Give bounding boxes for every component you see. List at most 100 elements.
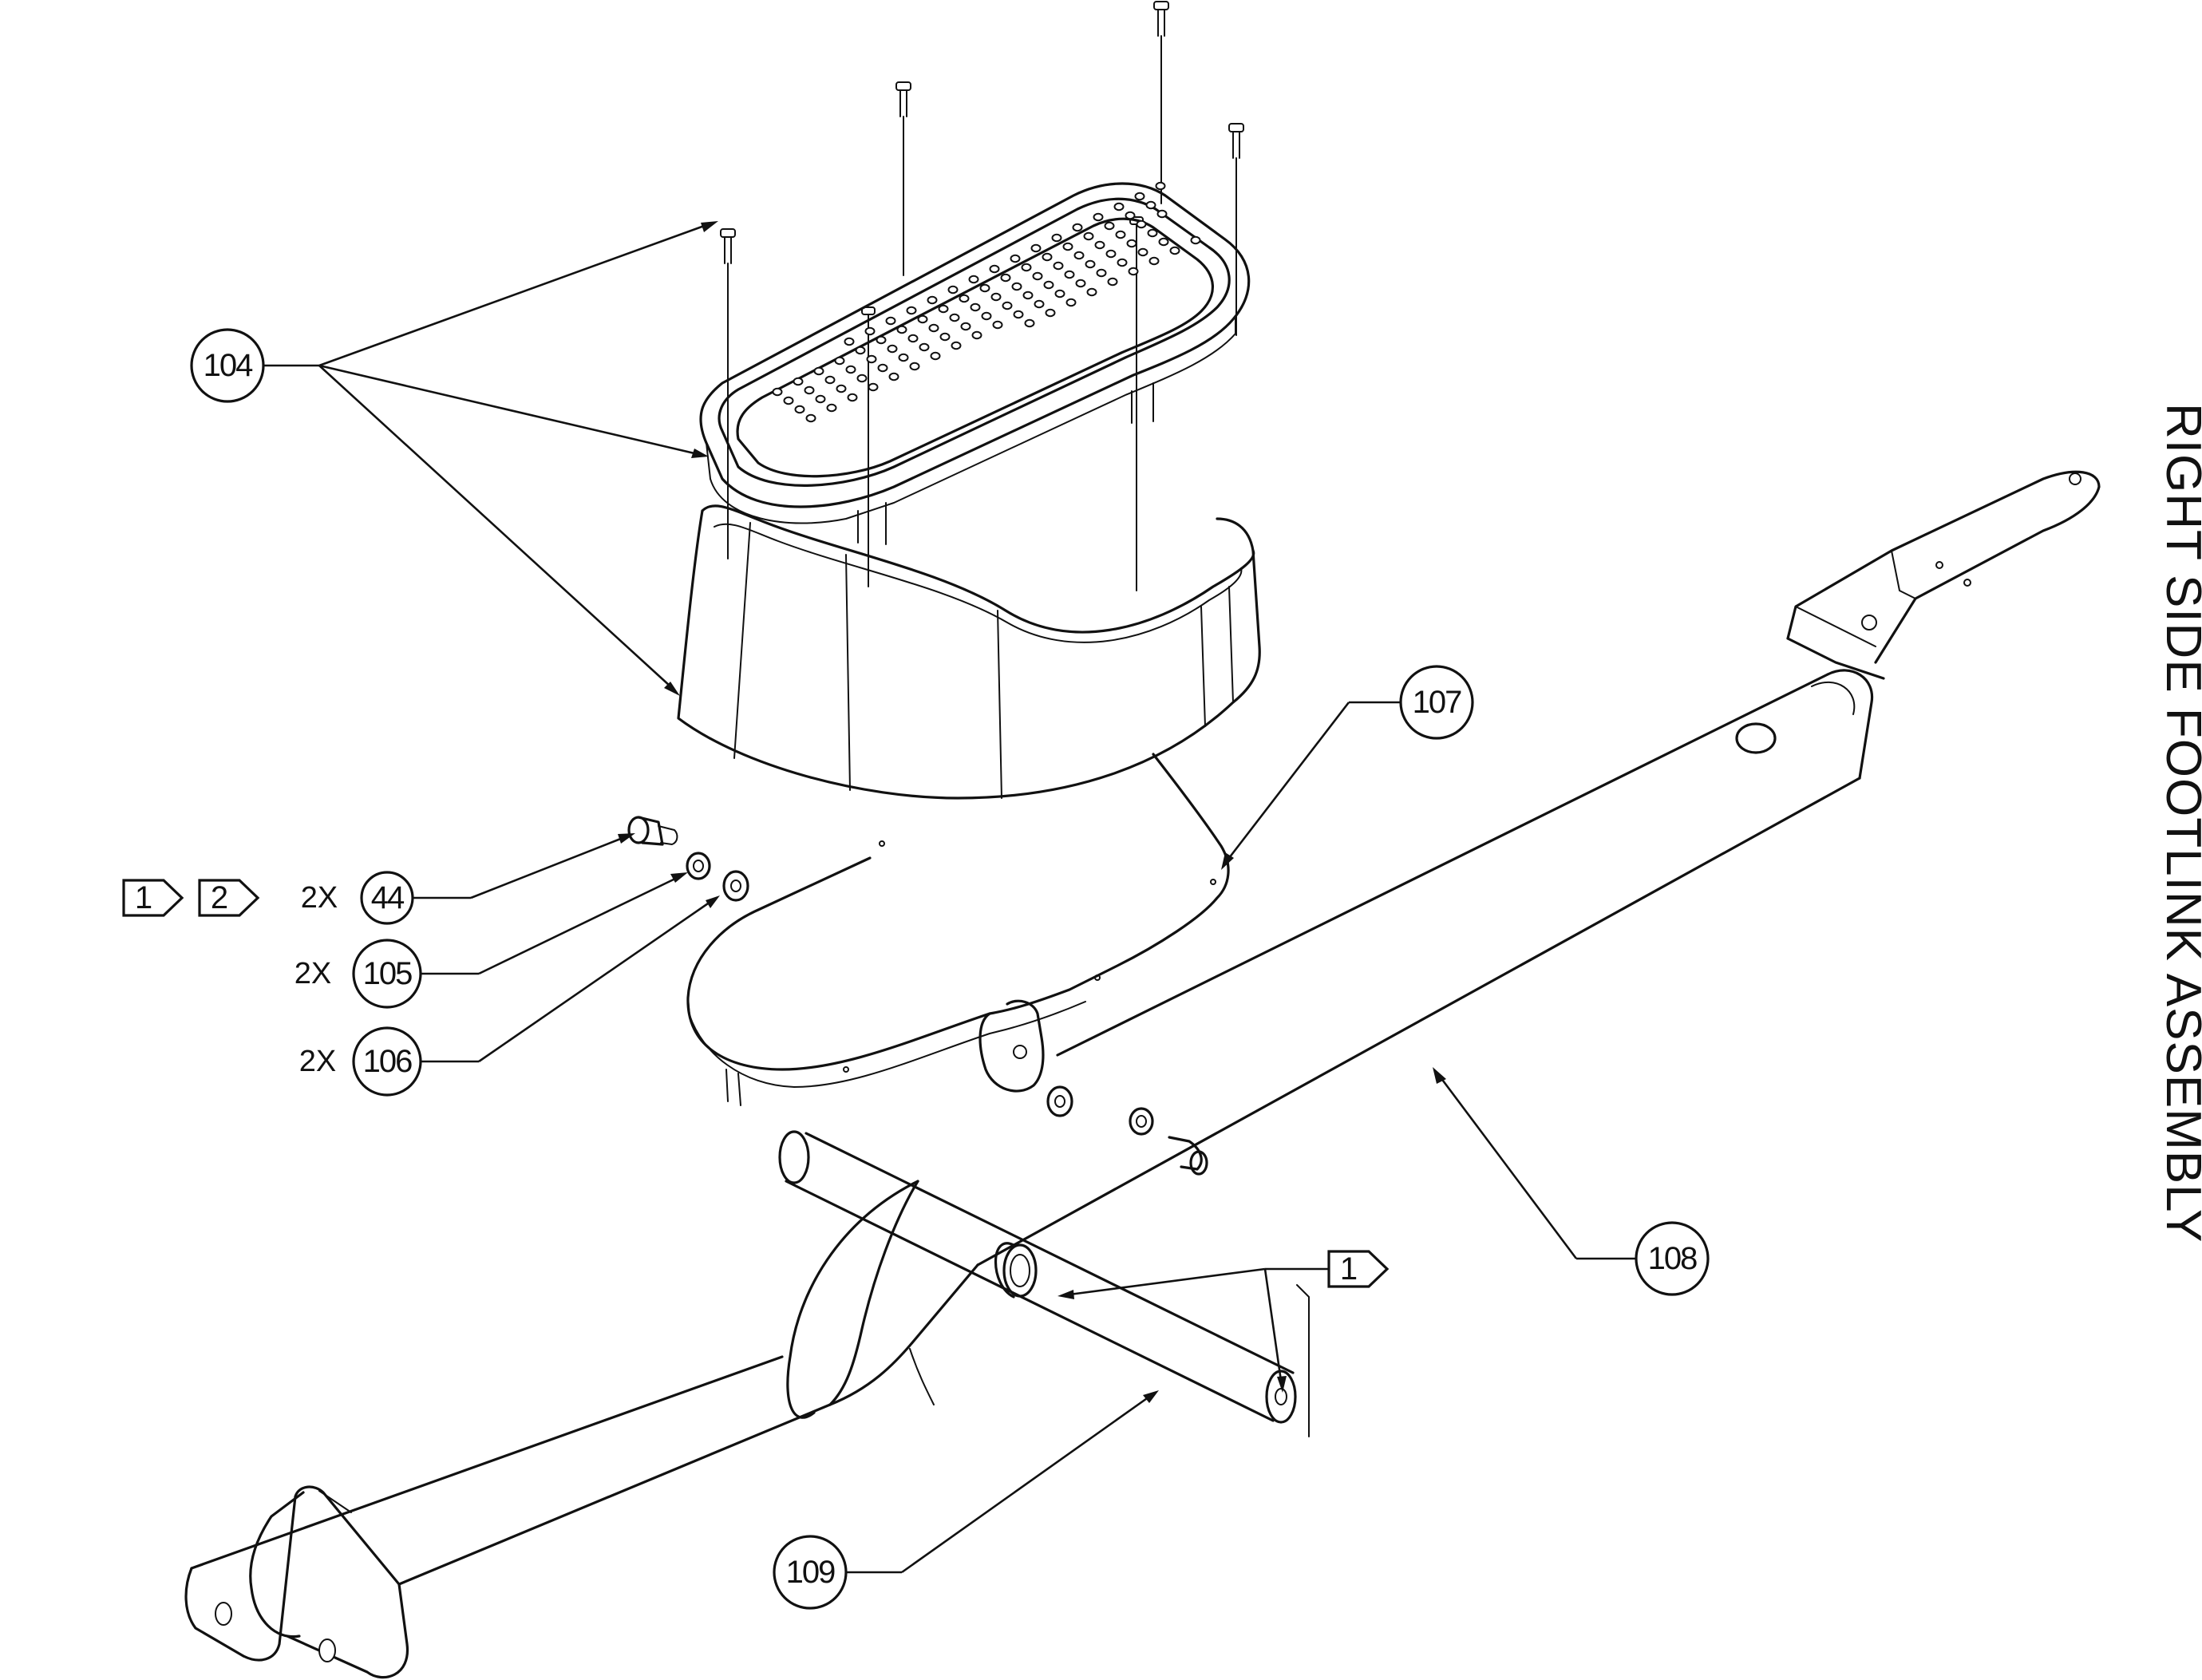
pedal-screws [720, 1, 1244, 591]
perforation-hole [960, 322, 971, 331]
note-flag-2-top: 2 [198, 879, 260, 917]
perforation-hole [919, 342, 930, 352]
perforation-hole [824, 375, 836, 385]
perforation-hole [970, 302, 981, 312]
perforation-hole [1158, 237, 1169, 247]
perforation-hole [1054, 289, 1065, 298]
perforation-hole [927, 295, 938, 305]
perforation-hole [864, 326, 876, 336]
perforation-hole [1105, 249, 1117, 259]
note-flag-2-top-label: 2 [211, 880, 228, 915]
perforation-hole [909, 362, 920, 371]
callout-108-label: 108 [1648, 1241, 1697, 1276]
perforation-hole [783, 396, 794, 405]
screw-center-right [1153, 1, 1169, 204]
perforation-hole [1115, 230, 1126, 239]
hardware-right [1046, 1085, 1208, 1176]
perforation-hole [1190, 235, 1201, 245]
perforation-hole [1156, 209, 1168, 219]
perforation-hole [888, 372, 899, 381]
perforation-hole [917, 314, 928, 324]
perforation-hole [968, 275, 979, 284]
screw-right [1228, 123, 1244, 336]
callout-104-label: 104 [204, 348, 253, 383]
callout-108: 108 [1635, 1221, 1710, 1296]
perforation-hole [794, 405, 805, 414]
perforation-hole [1093, 212, 1104, 222]
perforation-hole [1147, 228, 1158, 238]
perforation-hole [1136, 219, 1147, 229]
perforation-hole [855, 346, 866, 355]
perforation-hole [979, 283, 990, 293]
perforation-hole [1107, 277, 1118, 287]
screw-center-left [895, 81, 911, 276]
perforation-hole [1032, 271, 1043, 281]
lower-frame [184, 1180, 979, 1679]
perforation-hole [815, 394, 826, 404]
callout-109-label: 109 [786, 1555, 835, 1590]
pedal-mount-plate [686, 753, 1230, 1106]
perforation-hole [971, 330, 982, 340]
perforation-hole [907, 334, 919, 343]
perforation-hole [813, 366, 824, 376]
perforation-hole [1065, 298, 1077, 307]
perforation-hole [1086, 287, 1097, 297]
perforation-hole [898, 353, 909, 362]
callout-107: 107 [1399, 665, 1474, 740]
perforation-hole [1155, 181, 1166, 191]
perforation-hole [834, 356, 845, 366]
perforation-hole [939, 332, 951, 342]
perforation-hole [1073, 251, 1085, 260]
perforation-hole [992, 320, 1003, 330]
perforation-hole [1085, 259, 1096, 269]
perforation-hole [949, 313, 960, 322]
perforation-hole [1010, 254, 1021, 263]
note-flag-1-top-label: 1 [135, 880, 152, 915]
bolt-44 [627, 816, 678, 846]
perforation-hole [959, 294, 970, 303]
note-flag-1-right-label: 1 [1340, 1251, 1358, 1287]
qty-44: 2X [301, 881, 338, 915]
foot-pedal-top [699, 181, 1251, 545]
perforation-hole [989, 264, 1000, 274]
callout-107-label: 107 [1413, 685, 1461, 720]
perforation-hole [887, 344, 898, 354]
drawing-title: RIGHT SIDE FOOTLINK ASSEMBLY [2156, 403, 2202, 1243]
perforation-hole [1030, 243, 1042, 253]
perforation-hole [836, 384, 847, 393]
perforation-hole [1169, 246, 1180, 255]
perforation-hole [1104, 221, 1115, 231]
perforation-hole [1051, 233, 1062, 243]
perforation-hole [877, 363, 888, 373]
callout-104: 104 [190, 328, 265, 403]
callout-106: 106 [352, 1026, 422, 1097]
lock-washer-105 [686, 852, 711, 880]
perforation-hole [981, 311, 992, 321]
perforation-hole [947, 285, 959, 294]
perforation-hole [1072, 223, 1083, 232]
perforation-hole [1045, 308, 1056, 318]
perforation-hole [826, 403, 837, 413]
perforation-hole [1021, 263, 1032, 272]
perforation-hole [1075, 279, 1086, 288]
callout-105-label: 105 [363, 956, 412, 991]
perforation-hole [990, 292, 1002, 302]
pedal-base-shroud [677, 504, 1261, 800]
perforation-hole [1034, 299, 1045, 309]
callout-106-label: 106 [363, 1044, 412, 1079]
perforation-hole [896, 325, 907, 334]
pedal-perforations [772, 181, 1201, 423]
perforation-hole [1126, 239, 1137, 248]
perforation-hole [1128, 267, 1139, 276]
hardware-left [627, 816, 749, 902]
perforation-hole [951, 341, 962, 350]
perforation-hole [772, 387, 783, 397]
perforation-hole [1137, 247, 1148, 257]
perforation-hole [938, 304, 949, 314]
perforation-hole [1024, 318, 1035, 328]
callout-44-label: 44 [371, 880, 405, 915]
perforation-hole [847, 393, 858, 402]
perforation-hole [1117, 258, 1128, 267]
note-flag-1-right: 1 [1327, 1250, 1390, 1288]
perforation-hole [845, 365, 856, 374]
